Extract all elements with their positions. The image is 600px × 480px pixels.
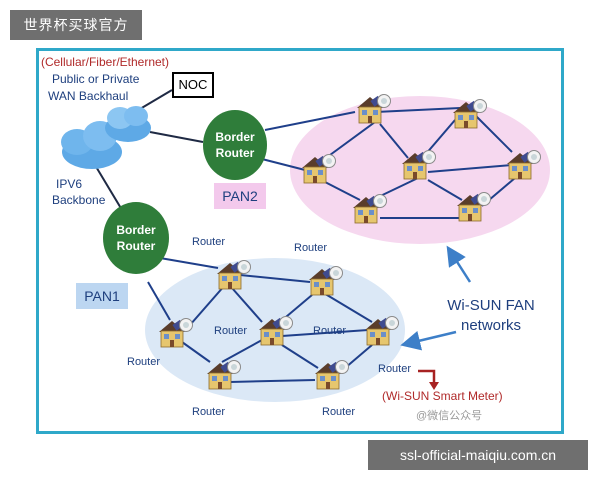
router-label: Router — [378, 363, 412, 375]
smart-meter-label: (Wi-SUN Smart Meter) — [382, 389, 503, 403]
wan-line-2: Public or Private — [52, 72, 140, 86]
wan-line-3: WAN Backhaul — [48, 89, 129, 103]
router-label: Router — [322, 406, 356, 418]
wisun-fan-label: Wi-SUN FAN networks — [447, 297, 535, 334]
watermark-top: 世界杯买球官方 — [10, 10, 142, 40]
wan-backhaul-label: (Cellular/Fiber/Ethernet) — [40, 55, 170, 69]
router-label: Router — [294, 242, 328, 254]
ipv6-label: IPV6 — [56, 177, 83, 191]
router-label: Router — [192, 406, 226, 418]
pan1-box: PAN1 — [76, 283, 128, 309]
router-label: Router — [192, 236, 226, 248]
corner-watermark: @微信公众号 — [416, 410, 483, 422]
watermark-bottom: ssl-official-maiqiu.com.cn — [368, 440, 588, 470]
router-label: Router — [127, 356, 161, 368]
backbone-label: Backbone — [52, 193, 106, 207]
noc-box: NOC — [172, 72, 214, 98]
router-label: Router — [313, 325, 347, 337]
pan2-box: PAN2 — [214, 183, 266, 209]
router-label: Router — [214, 325, 248, 337]
backhaul-cloud — [61, 106, 151, 169]
